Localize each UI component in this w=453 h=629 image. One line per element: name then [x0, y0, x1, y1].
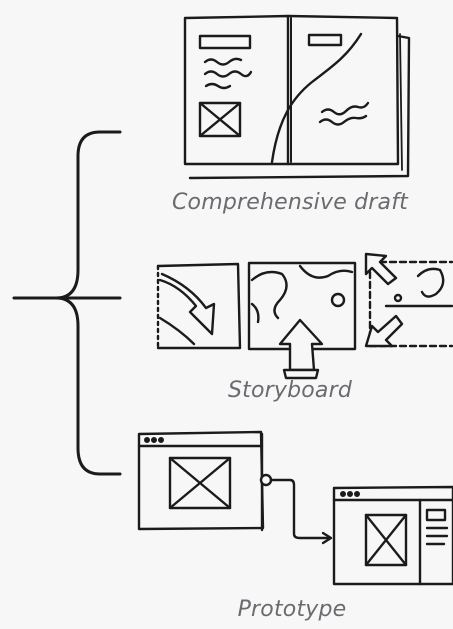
prototype-caption: Prototype [237, 597, 347, 622]
storyboard-caption: Storyboard [227, 378, 353, 403]
curly-brace [12, 130, 122, 476]
prototype-sketch-icon [137, 430, 453, 586]
draft-sketch-icon [183, 14, 411, 180]
storyboard-sketch-icon [156, 252, 453, 380]
comprehensive-draft-caption: Comprehensive draft [171, 190, 409, 215]
